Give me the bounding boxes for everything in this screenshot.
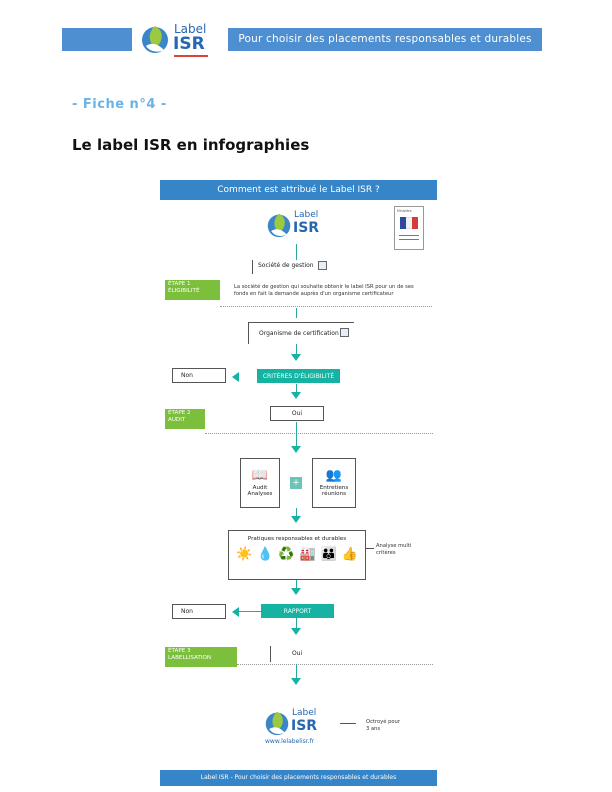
thumbs-up-icon: 👍 xyxy=(341,546,359,562)
analyses-label: Analyses xyxy=(247,490,273,497)
pratiques-icons: ☀️ 💧 ♻️ 🏭 👪 👍 xyxy=(236,548,358,561)
logo-isr-text: ISR xyxy=(293,220,320,236)
header-tagline: Pour choisir des placements responsables… xyxy=(228,28,542,51)
arrow-down-icon xyxy=(291,516,301,523)
octroye-line1: Octroyé pour xyxy=(366,719,400,725)
logo-label-text: Label xyxy=(174,22,207,36)
non-box-2: Non xyxy=(172,604,226,619)
pratiques-label: Pratiques responsables et durables xyxy=(247,536,347,542)
logo-label-text: Label xyxy=(292,708,317,718)
infographic: Comment est attribué le Label ISR ? Labe… xyxy=(160,180,437,787)
recycle-icon: ♻️ xyxy=(278,546,295,562)
analyse-multicriteres: Analyse multi critères xyxy=(376,543,424,556)
sun-icon: ☀️ xyxy=(235,546,253,562)
octroye: Octroyé pour 3 ans xyxy=(366,719,416,732)
etape3-step: ÉTAPE 3 xyxy=(168,648,191,654)
etape2-badge: ÉTAPE 2 AUDIT xyxy=(165,409,205,429)
arrow-left-icon xyxy=(232,372,239,382)
rapport: RAPPORT xyxy=(261,604,334,618)
audit-box: 📖 Audit Analyses xyxy=(240,458,280,508)
page-title: Le label ISR en infographies xyxy=(72,136,310,154)
reunions-label: réunions xyxy=(321,490,347,497)
ministry-seal: Ministère xyxy=(394,206,424,250)
etape1-badge: ÉTAPE 1 ÉLIGIBILITÉ xyxy=(165,280,220,300)
audit-label: Audit xyxy=(252,484,268,491)
etape2-step: ÉTAPE 2 xyxy=(168,410,191,416)
logo-isr-text: ISR xyxy=(173,34,205,54)
institution-icon xyxy=(340,328,349,337)
fiche-number: - Fiche n°4 - xyxy=(72,97,167,112)
etape1-label: ÉLIGIBILITÉ xyxy=(168,287,200,294)
octroye-line2: 3 ans xyxy=(366,725,381,732)
website-link[interactable]: www.lelabelisr.fr xyxy=(265,738,315,745)
etape1-step: ÉTAPE 1 xyxy=(168,281,191,287)
factory-icon: 🏭 xyxy=(299,546,316,562)
water-drop-icon: 💧 xyxy=(257,546,274,562)
flag-white xyxy=(406,217,412,229)
ministry-label: Ministère xyxy=(397,209,412,213)
plus-icon: + xyxy=(290,477,302,489)
infographic-logo: Label ISR xyxy=(266,208,336,244)
arrow-down-icon xyxy=(291,354,301,361)
leaf-icon xyxy=(265,711,289,736)
analyse-line2: critères xyxy=(376,549,396,556)
people-icon: 👥 xyxy=(325,467,343,483)
arrow-down-icon xyxy=(291,392,301,399)
book-icon: 📖 xyxy=(251,467,269,483)
logo-isr-text: ISR xyxy=(291,718,318,734)
pratiques-box: Pratiques responsables et durables ☀️ 💧 … xyxy=(228,530,366,580)
flag-red xyxy=(412,217,418,229)
logo-underline xyxy=(174,55,208,57)
organisme-label: Organisme de certification xyxy=(259,329,339,337)
societe-description: La société de gestion qui souhaite obten… xyxy=(234,284,414,297)
entretiens-label: Entretiens xyxy=(319,484,349,491)
entretiens-box: 👥 Entretiens réunions xyxy=(312,458,356,508)
oui-label-2: Oui xyxy=(292,650,303,657)
infographic-footer: Label ISR - Pour choisir des placements … xyxy=(160,770,437,786)
arrow-down-icon xyxy=(291,628,301,635)
arrow-down-icon xyxy=(291,588,301,595)
arrow-left-icon xyxy=(232,607,239,617)
non-label-1: Non xyxy=(172,368,226,383)
oui-box-1: Oui xyxy=(270,406,324,421)
arrow-down-icon xyxy=(291,678,301,685)
final-logo: Label ISR xyxy=(264,706,334,740)
flag-blue xyxy=(400,217,406,229)
societe-gestion-label: Société de gestion xyxy=(258,262,314,269)
header-band-left xyxy=(62,28,132,51)
group-icon: 👪 xyxy=(320,546,337,562)
analyse-line1: Analyse multi xyxy=(376,543,412,549)
infographic-heading: Comment est attribué le Label ISR ? xyxy=(160,180,437,200)
criteres-eligibilite: CRITÈRES D'ÉLIGIBILITÉ xyxy=(257,369,340,383)
etape3-badge: ÉTAPE 3 LABELLISATION xyxy=(165,647,237,667)
etape2-label: AUDIT xyxy=(168,416,186,423)
leaf-icon xyxy=(267,213,291,238)
building-icon xyxy=(318,261,327,270)
header-logo: Label ISR xyxy=(140,20,226,58)
etape3-label: LABELLISATION xyxy=(168,654,212,661)
logo-label-text: Label xyxy=(294,210,319,220)
leaf-icon xyxy=(142,26,168,53)
organisme-certification: Organisme de certification xyxy=(248,322,354,344)
arrow-down-icon xyxy=(291,446,301,453)
non-box-1: Non xyxy=(172,368,226,383)
